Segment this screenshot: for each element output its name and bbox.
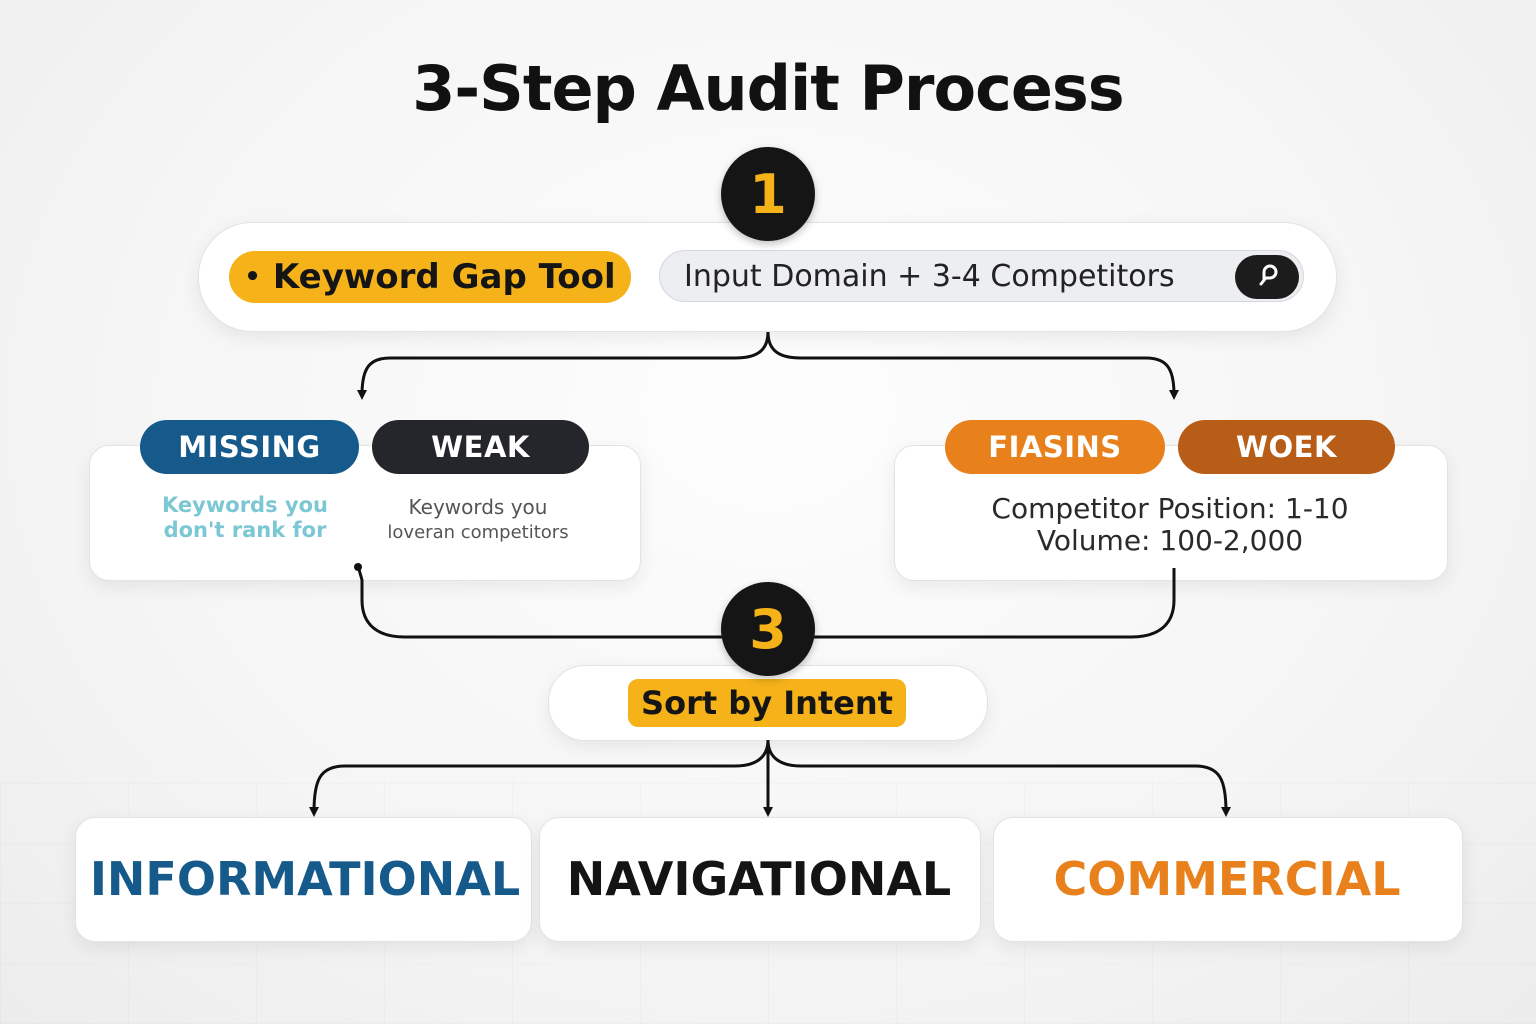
search-icon [1259,264,1278,286]
missing-tag-label: MISSING [178,430,321,464]
missing-desc-line-2: don't rank for [163,518,327,542]
domain-input-field[interactable]: Input Domain + 3-4 Competitors [659,250,1304,302]
intent-label-navigational: NAVIGATIONAL [566,851,952,906]
intent-card-informational[interactable] [75,817,532,942]
keyword-gap-tool-pill[interactable]: • Keyword Gap Tool [229,251,631,303]
sort-label: Sort by Intent [641,684,893,722]
fiasins-tag-label: FIASINS [988,430,1122,464]
page-title: 3-Step Audit Process [412,52,1124,125]
connector-right-to-step3 [814,568,1176,639]
sort-by-intent-button[interactable]: Sort by Intent [628,679,906,727]
weak-tag[interactable]: WEAK [372,420,589,474]
intent-label-commercial: COMMERCIAL [1053,851,1401,906]
missing-description: Keywords you don't rank for [140,493,350,543]
connector-to-right-group [766,331,1179,400]
step-number-badge-3: 3 [721,582,815,676]
weak-description: Keywords you loveran competitors [368,495,588,545]
bullet-dot-icon: • [244,262,261,292]
connector-to-informational [309,739,770,817]
weak-tag-label: WEAK [431,430,530,464]
input-submit-button[interactable] [1235,255,1299,299]
weak-desc-line-1: Keywords you [408,495,548,519]
volume-criterion: Volume: 100-2,000 [1036,524,1304,557]
connector-to-commercial [766,739,1231,817]
intent-card-commercial[interactable] [993,817,1463,942]
missing-desc-line-1: Keywords you [162,493,328,517]
weak-desc-line-2: loveran competitors [387,522,569,543]
step-number-badge: 1 [721,147,815,241]
fiasins-tag[interactable]: FIASINS [945,420,1165,474]
input-label: Input Domain + 3-4 Competitors [684,258,1175,294]
missing-tag[interactable]: MISSING [140,420,359,474]
intent-label-informational: INFORMATIONAL [89,851,521,906]
filter-criteria: Competitor Position: 1-10 Volume: 100-2,… [920,493,1420,557]
intent-card-navigational[interactable] [539,817,981,942]
woek-tag[interactable]: WOEK [1178,420,1395,474]
connector-to-left-group [357,331,770,400]
tool-label: Keyword Gap Tool [272,257,616,297]
woek-tag-label: WOEK [1236,430,1337,464]
connector-left-to-step3 [356,565,722,639]
competitor-position-criterion: Competitor Position: 1-10 [991,492,1349,525]
